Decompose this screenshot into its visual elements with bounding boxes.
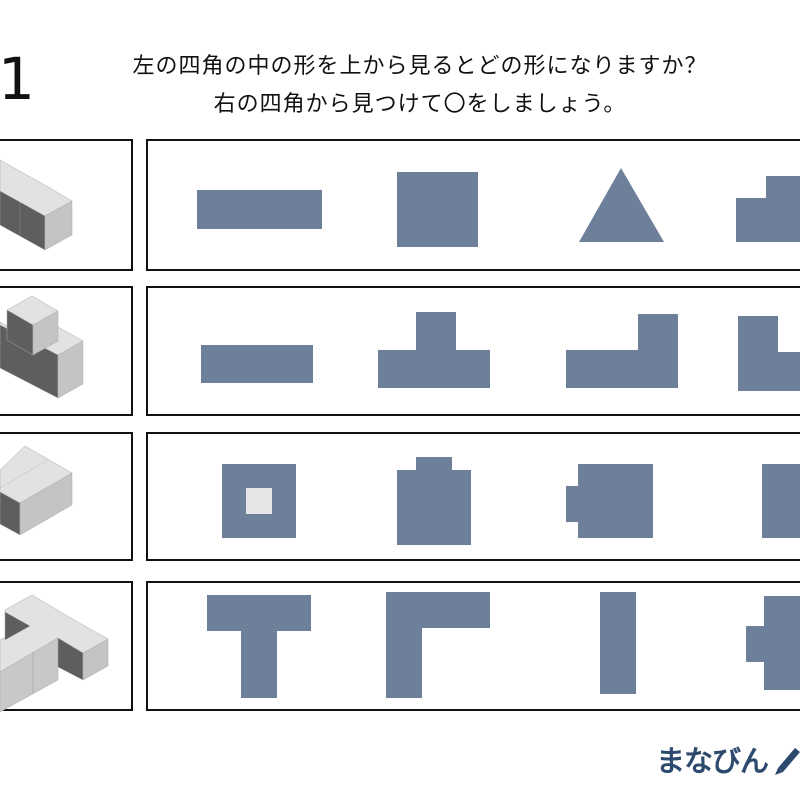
option-4-4-cross-partial[interactable] bbox=[746, 596, 800, 690]
option-4-1-t-shape[interactable] bbox=[207, 595, 311, 698]
option-1-4-step-shape[interactable] bbox=[736, 176, 800, 242]
figure-box-1 bbox=[0, 139, 133, 271]
figure-cube-t bbox=[0, 594, 109, 713]
option-2-1-long-rectangle[interactable] bbox=[201, 345, 313, 383]
option-2-2-inverted-t[interactable] bbox=[378, 312, 490, 388]
figure-box-4 bbox=[0, 581, 133, 711]
pencil-icon bbox=[775, 748, 800, 775]
option-4-2-corner-shape[interactable] bbox=[386, 592, 490, 698]
figure-cube-step bbox=[0, 295, 84, 399]
option-3-1-square-with-hole[interactable] bbox=[222, 464, 296, 538]
option-3-2-square-with-top-tab[interactable] bbox=[397, 457, 471, 545]
figure-box-2 bbox=[0, 286, 133, 416]
question-text-line2: 右の四角から見つけて〇をしましょう。 bbox=[213, 92, 627, 117]
option-1-3-triangle[interactable] bbox=[579, 168, 664, 242]
option-3-3-square-with-left-tab[interactable] bbox=[566, 464, 653, 538]
options-box-1 bbox=[146, 139, 800, 271]
question-text-line1: 左の四角の中の形を上から見るとどの形になりますか？ bbox=[132, 54, 708, 79]
question-number: 1 bbox=[0, 45, 35, 113]
figure-cube-bar bbox=[0, 159, 73, 251]
option-2-3-l-shape[interactable] bbox=[566, 314, 678, 388]
figure-box-3 bbox=[0, 432, 133, 561]
option-1-1-long-rectangle[interactable] bbox=[197, 190, 322, 229]
option-3-4-square-partial[interactable] bbox=[762, 464, 800, 538]
option-4-3-bar[interactable] bbox=[600, 592, 636, 694]
figure-cube-block bbox=[0, 445, 73, 536]
options-box-4 bbox=[146, 581, 800, 711]
options-box-2 bbox=[146, 286, 800, 416]
logo-text: まなびん bbox=[656, 744, 769, 778]
option-2-4-l-shape-partial[interactable] bbox=[738, 316, 800, 391]
options-box-3 bbox=[146, 432, 800, 561]
option-1-2-square[interactable] bbox=[397, 172, 478, 247]
